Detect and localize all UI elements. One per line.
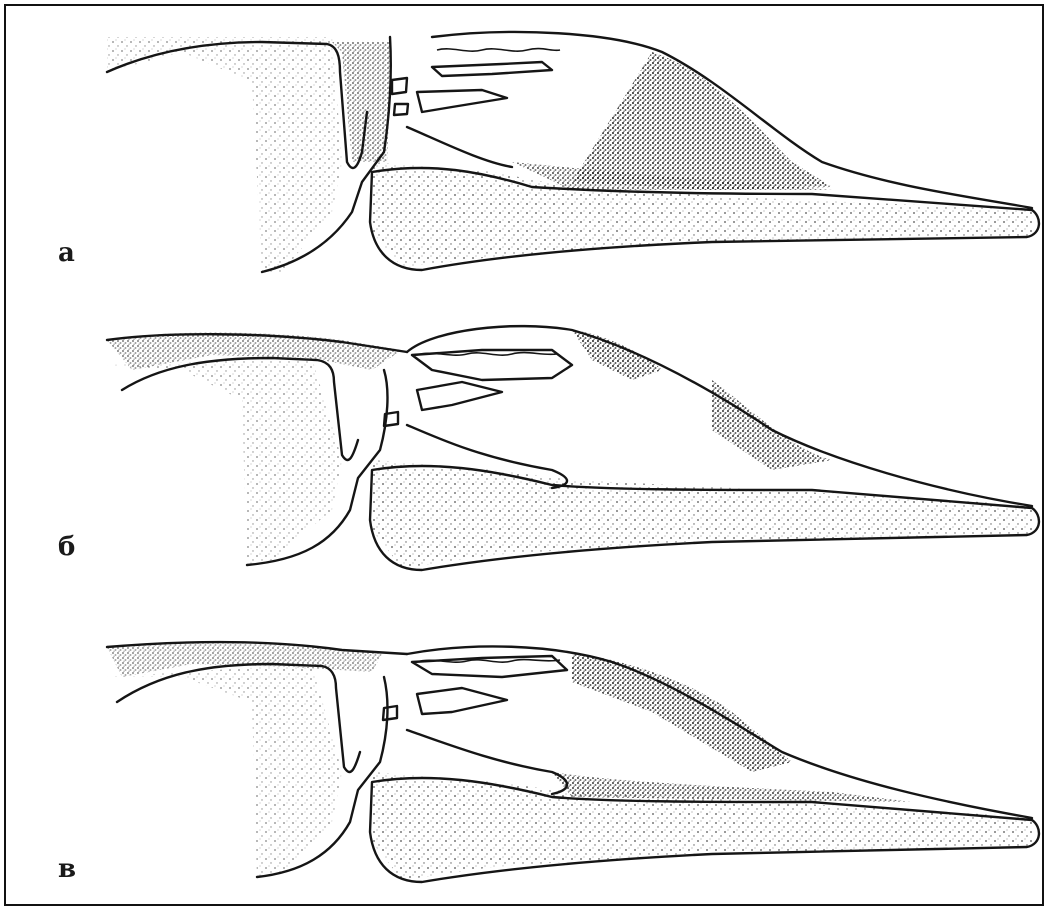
panel-b: б (12, 310, 1042, 596)
panel-a: а (12, 12, 1042, 294)
panel-label: а (58, 238, 75, 268)
ear-section-diagram-b (12, 310, 1042, 596)
figure-frame: а б (4, 4, 1044, 906)
panel-c: в (12, 622, 1042, 902)
ear-section-diagram-a (12, 12, 1042, 294)
ear-section-diagram-c (12, 622, 1042, 902)
panel-label: б (58, 532, 75, 562)
panel-label: в (58, 854, 76, 884)
